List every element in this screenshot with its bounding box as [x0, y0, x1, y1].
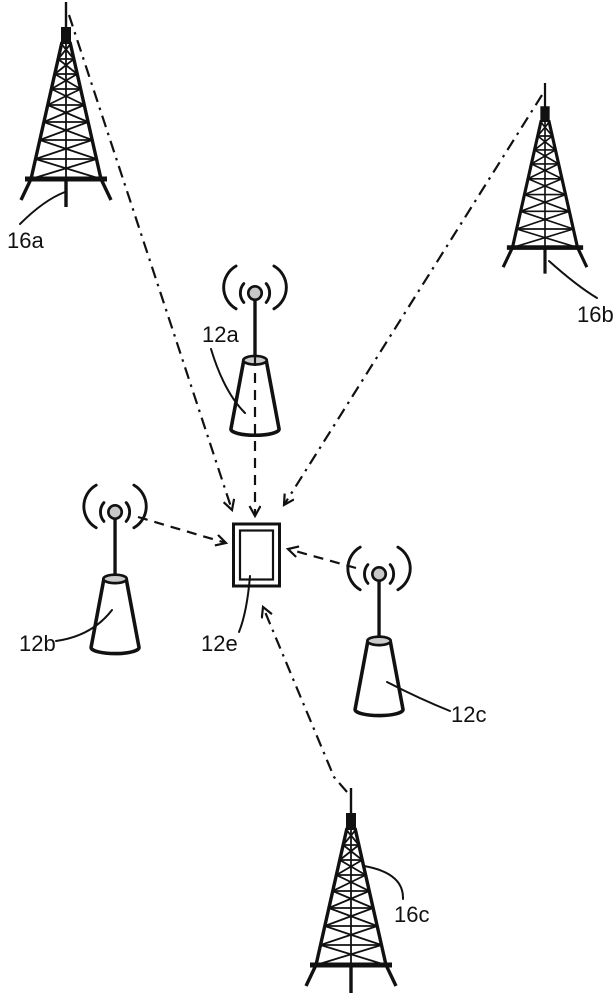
- link-beacon-12c-to-device: [288, 549, 357, 570]
- leader-16a: [19, 191, 66, 225]
- antenna-beacon-12c: [346, 545, 413, 718]
- device-outer-frame: [232, 522, 281, 588]
- device-screen: [238, 529, 275, 581]
- leader-16c: [363, 865, 405, 900]
- leader-12e: [238, 575, 251, 633]
- label-device-12e: 12e: [201, 631, 238, 656]
- leader-12a: [210, 348, 246, 414]
- link-tower-16c-to-device: [263, 607, 348, 793]
- link-beacon-12b-to-device: [137, 515, 226, 543]
- link-tower-16b-to-device: [284, 94, 543, 505]
- link-tower-16a-to-device: [67, 14, 232, 510]
- cell-tower-16a: [21, 2, 111, 207]
- label-tower-16a: 16a: [7, 228, 44, 253]
- label-tower-16c: 16c: [394, 902, 429, 927]
- label-beacon-12c: 12c: [451, 702, 486, 727]
- cell-tower-16b: [503, 83, 587, 274]
- mobile-device-12e: [232, 522, 281, 588]
- label-beacon-12b: 12b: [19, 631, 56, 656]
- label-beacon-12a: 12a: [202, 322, 239, 347]
- cell-tower-16c: [306, 788, 396, 993]
- leader-12c: [386, 681, 451, 712]
- label-tower-16b: 16b: [577, 302, 613, 327]
- signal-links: [67, 14, 543, 793]
- leader-12b: [55, 609, 113, 642]
- reference-labels: 16a 16b 16c 12a 12b 12c 12e: [7, 228, 613, 927]
- leader-16b: [548, 260, 598, 299]
- leader-lines: [19, 191, 598, 900]
